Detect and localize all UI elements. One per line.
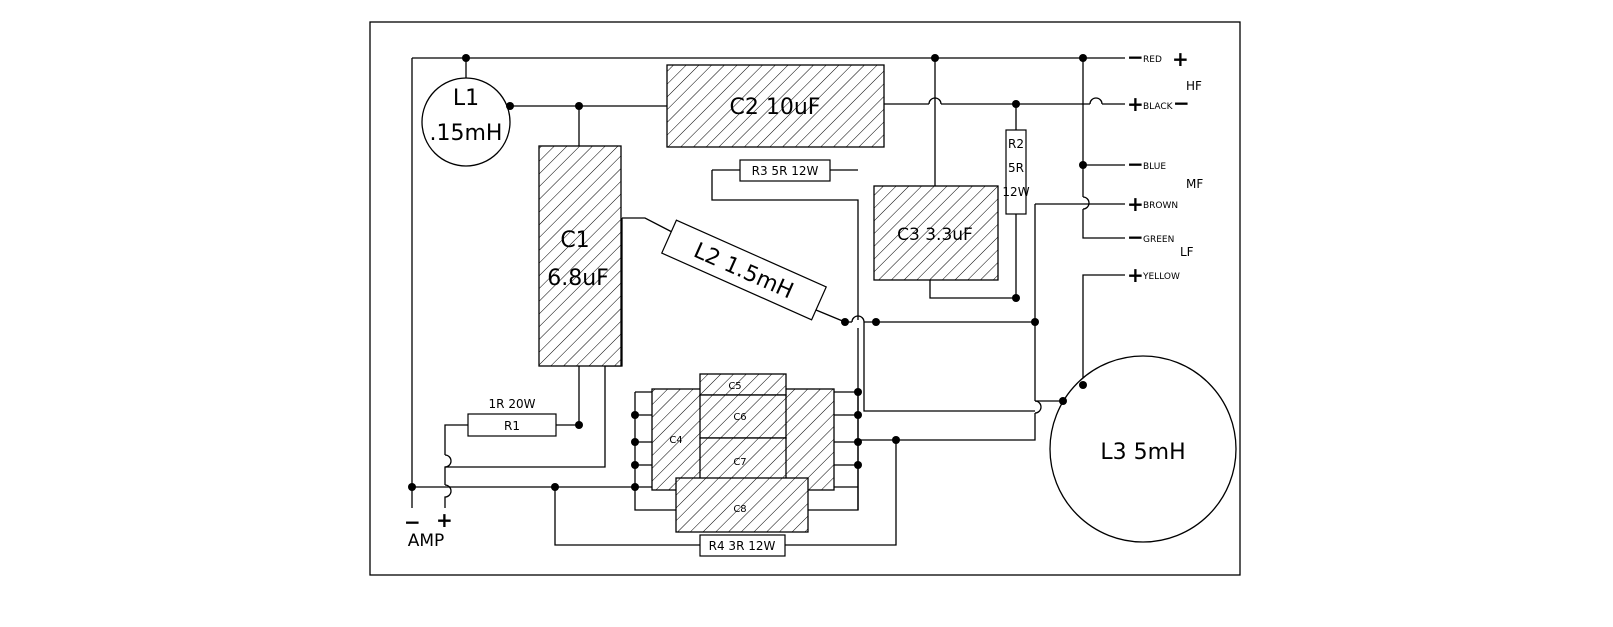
r2-resistor: R2 5R 12W xyxy=(1002,129,1030,215)
black-minus-sign: − xyxy=(1173,91,1190,115)
brown-plus-sign: + xyxy=(1127,192,1144,216)
l2-inductor: L2 1.5mH xyxy=(660,219,828,321)
r3-resistor: R3 5R 12W xyxy=(739,159,831,182)
c4-label: C4 xyxy=(669,435,682,446)
amp-input: − + AMP xyxy=(404,508,453,551)
blue-minus-sign: − xyxy=(1127,152,1144,176)
blue-terminal-label: BLUE xyxy=(1143,162,1166,172)
red-terminal-label: RED xyxy=(1143,55,1162,65)
yellow-plus-sign: + xyxy=(1127,263,1144,287)
c1-name: C1 xyxy=(560,228,589,253)
c2-capacitor: C2 10uF xyxy=(666,64,885,148)
amp-plus-sign: + xyxy=(436,508,453,532)
c3-capacitor: C3 3.3uF xyxy=(873,185,999,281)
l1-value: .15mH xyxy=(430,121,503,146)
junction-nodes xyxy=(408,54,1087,491)
green-terminal-label: GREEN xyxy=(1143,235,1174,245)
red-minus-sign: − xyxy=(1127,45,1144,69)
mf-section-label: MF xyxy=(1186,177,1203,191)
c7-label: C7 xyxy=(733,457,746,468)
l1-inductor: L1 .15mH xyxy=(421,77,511,167)
r2-value: 5R xyxy=(1008,161,1024,175)
brown-terminal-label: BROWN xyxy=(1143,201,1178,211)
r1-rating: 1R 20W xyxy=(489,397,536,411)
board-outline xyxy=(369,21,1241,576)
l3-label: L3 5mH xyxy=(1100,440,1185,465)
c1-capacitor: C1 6.8uF xyxy=(538,145,622,367)
r2-name: R2 xyxy=(1008,137,1024,151)
c3-label: C3 3.3uF xyxy=(897,225,973,245)
c1-value: 6.8uF xyxy=(547,266,609,291)
c2-label: C2 10uF xyxy=(730,95,821,120)
amp-label: AMP xyxy=(408,531,445,551)
lf-section-label: LF xyxy=(1180,245,1194,259)
r1-name: R1 xyxy=(504,419,520,433)
r4-label: R4 3R 12W xyxy=(709,539,776,553)
r1-resistor: 1R 20W R1 xyxy=(467,397,557,437)
capacitor-bank: C5 C6 C4 C7 C8 xyxy=(651,373,835,533)
black-terminal-label: BLACK xyxy=(1143,102,1174,112)
hf-section-label: HF xyxy=(1186,79,1202,93)
c6-label: C6 xyxy=(733,412,746,423)
c8-label: C8 xyxy=(733,504,746,515)
yellow-terminal-label: YELLOW xyxy=(1142,272,1180,282)
l1-name: L1 xyxy=(453,86,479,111)
amp-minus-sign: − xyxy=(404,510,421,534)
output-terminals: − RED + HF + BLACK − − BLUE MF + BROWN −… xyxy=(1127,45,1203,287)
r3-label: R3 5R 12W xyxy=(752,164,819,178)
l3-inductor: L3 5mH xyxy=(1049,355,1237,543)
red-plus-sign: + xyxy=(1172,47,1189,71)
c5-label: C5 xyxy=(728,381,741,392)
green-minus-sign: − xyxy=(1127,225,1144,249)
r4-resistor: R4 3R 12W xyxy=(699,534,786,557)
r2-power: 12W xyxy=(1002,185,1029,199)
black-plus-sign: + xyxy=(1127,92,1144,116)
